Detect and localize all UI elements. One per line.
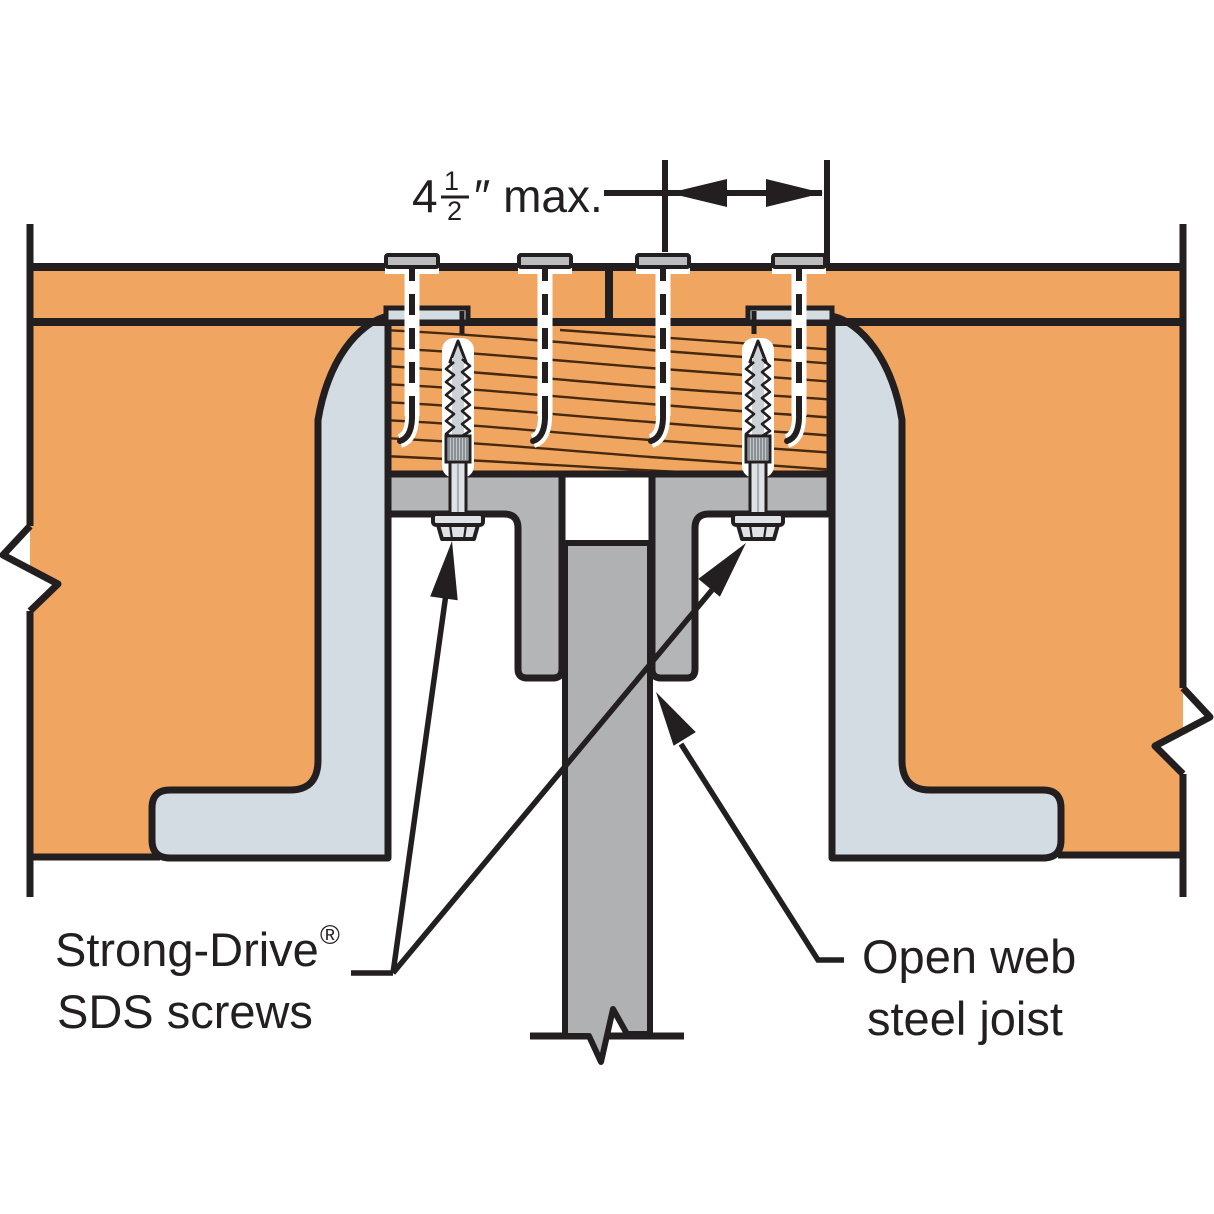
angle-lip-right <box>745 305 835 334</box>
cut-edge-right <box>1151 224 1214 897</box>
dimension-label-numerator: 1 <box>444 166 459 196</box>
cut-edge-left <box>0 224 62 897</box>
break-symbol-left <box>3 526 58 611</box>
dimension-label-whole: 4 <box>412 170 438 222</box>
sds-leader-line-1 <box>390 593 449 974</box>
top-chord-angle-left <box>384 470 566 682</box>
joist-arrowhead <box>656 692 696 746</box>
top-chord-angle-right <box>648 470 834 682</box>
joist-label-line2: steel joist <box>867 992 1063 1045</box>
sds-label-line1: Strong-Drive <box>55 923 319 976</box>
sds-label-line2: SDS screws <box>57 985 313 1038</box>
break-symbol-right <box>1155 688 1210 774</box>
dimension-arrow-left <box>669 179 727 207</box>
joist-label-line1: Open web <box>862 930 1076 983</box>
dimension-4-1-2-max: 4 1 2 ″ max. <box>412 160 830 267</box>
registered-mark: ® <box>320 920 340 950</box>
sds-arrowhead-2 <box>698 543 746 597</box>
steel-angle-left <box>148 312 392 862</box>
dimension-arrow-right <box>766 179 823 207</box>
joist-web <box>562 540 653 1065</box>
joist-leader-line <box>678 742 844 963</box>
sds-leader-line-2 <box>390 588 715 975</box>
dimension-label-denominator: 2 <box>447 196 462 226</box>
sds-arrowhead-1 <box>430 541 458 601</box>
steel-angle-right <box>828 312 1065 862</box>
joist-callout: Open web steel joist <box>656 692 1076 1045</box>
dimension-label-suffix: ″ max. <box>474 170 603 222</box>
sds-screws-callout: Strong-Drive ® SDS screws <box>55 541 746 1038</box>
